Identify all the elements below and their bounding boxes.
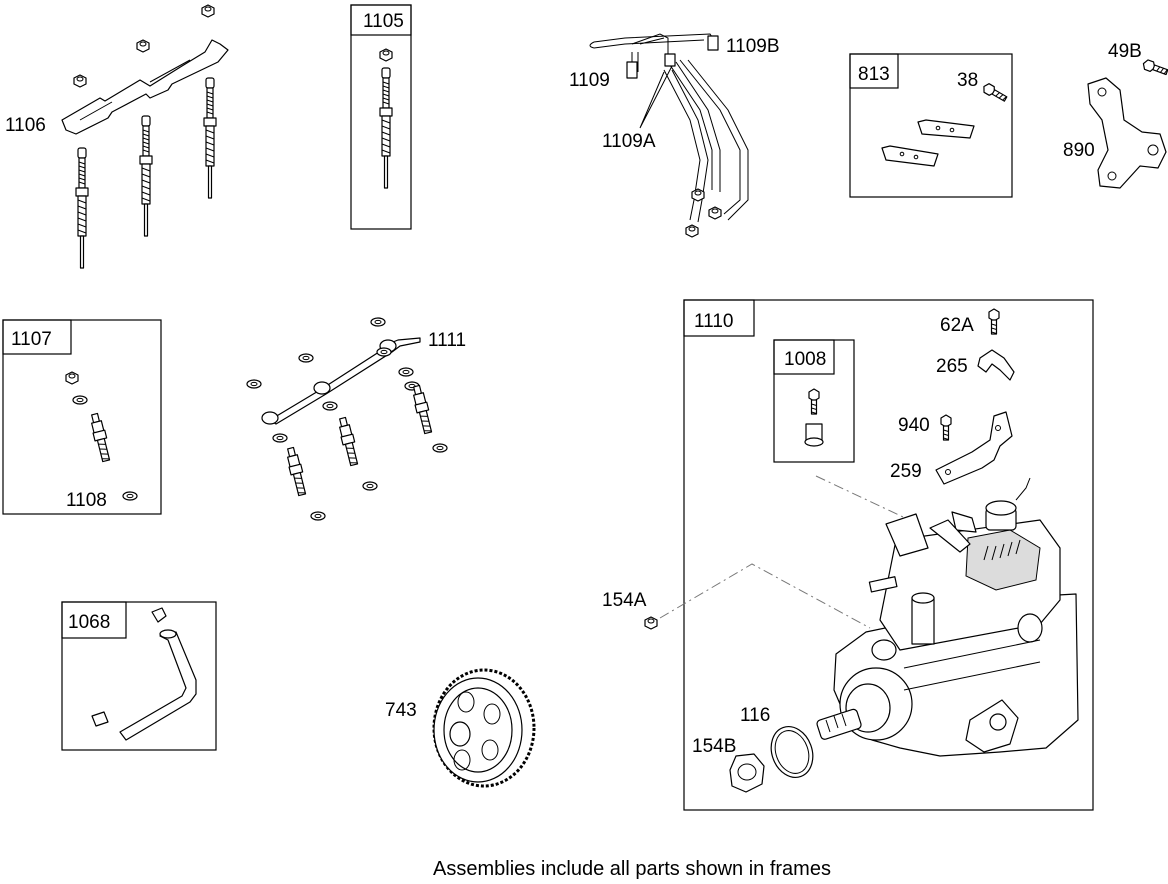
frame-813-tab — [849, 53, 899, 89]
frame-1105-label: 1105 — [363, 11, 404, 32]
callout-890: 890 — [1063, 140, 1095, 161]
callout-1109: 1109 — [569, 70, 610, 91]
frame-1105-tab — [350, 4, 412, 36]
callout-116: 116 — [740, 705, 770, 726]
fitting-1008 — [804, 388, 824, 447]
callout-1111: 1111 — [428, 330, 466, 351]
leakoff-line-group — [246, 317, 448, 521]
frame-1008-label: 1008 — [784, 349, 826, 370]
clip-265 — [977, 349, 1015, 381]
callout-1106: 1106 — [5, 115, 46, 136]
frame-1107-tab — [2, 319, 72, 355]
nozzle-1107 — [65, 371, 113, 463]
callout-1109a: 1109A — [602, 131, 656, 152]
brackets-813 — [881, 81, 1009, 167]
callout-154a: 154A — [602, 590, 647, 611]
callout-62a: 62A — [940, 315, 974, 336]
frame-813 — [849, 53, 1013, 198]
nut-154b — [729, 753, 765, 793]
bolt-940 — [940, 414, 952, 441]
fuel-lines — [589, 33, 749, 238]
callout-265: 265 — [936, 356, 968, 377]
washer-1108 — [122, 491, 138, 501]
frame-1110-tab — [683, 299, 755, 337]
frame-1110-label: 1110 — [694, 311, 733, 332]
frame-1068-tab — [61, 601, 127, 639]
bracket-259 — [935, 411, 1013, 485]
callout-259: 259 — [890, 461, 922, 482]
injector-plate-group — [61, 4, 229, 269]
callout-38: 38 — [957, 70, 978, 91]
callout-1109b: 1109B — [726, 36, 780, 57]
frame-1068-label: 1068 — [68, 612, 110, 633]
frame-1105 — [350, 4, 412, 230]
bolt-62a — [988, 308, 1000, 335]
callout-743: 743 — [385, 700, 417, 721]
footer-note: Assemblies include all parts shown in fr… — [433, 858, 831, 880]
nut-154a — [644, 616, 658, 630]
frame-813-label: 813 — [858, 64, 890, 85]
gear-743 — [432, 668, 536, 788]
frame-1068 — [61, 601, 217, 751]
injection-pump — [816, 477, 1079, 757]
frame-1110 — [683, 299, 1094, 811]
frame-1107-label: 1107 — [11, 329, 52, 350]
frame-1008-tab — [773, 339, 835, 375]
callout-1108: 1108 — [66, 490, 107, 511]
frame-1107 — [2, 319, 162, 515]
hose-1068 — [91, 607, 197, 741]
callout-49b: 49B — [1108, 41, 1142, 62]
oring-116 — [770, 726, 814, 778]
bracket-890 — [1087, 58, 1168, 189]
callout-940: 940 — [898, 415, 930, 436]
injector-1105 — [379, 48, 393, 189]
callout-154b: 154B — [692, 736, 736, 757]
